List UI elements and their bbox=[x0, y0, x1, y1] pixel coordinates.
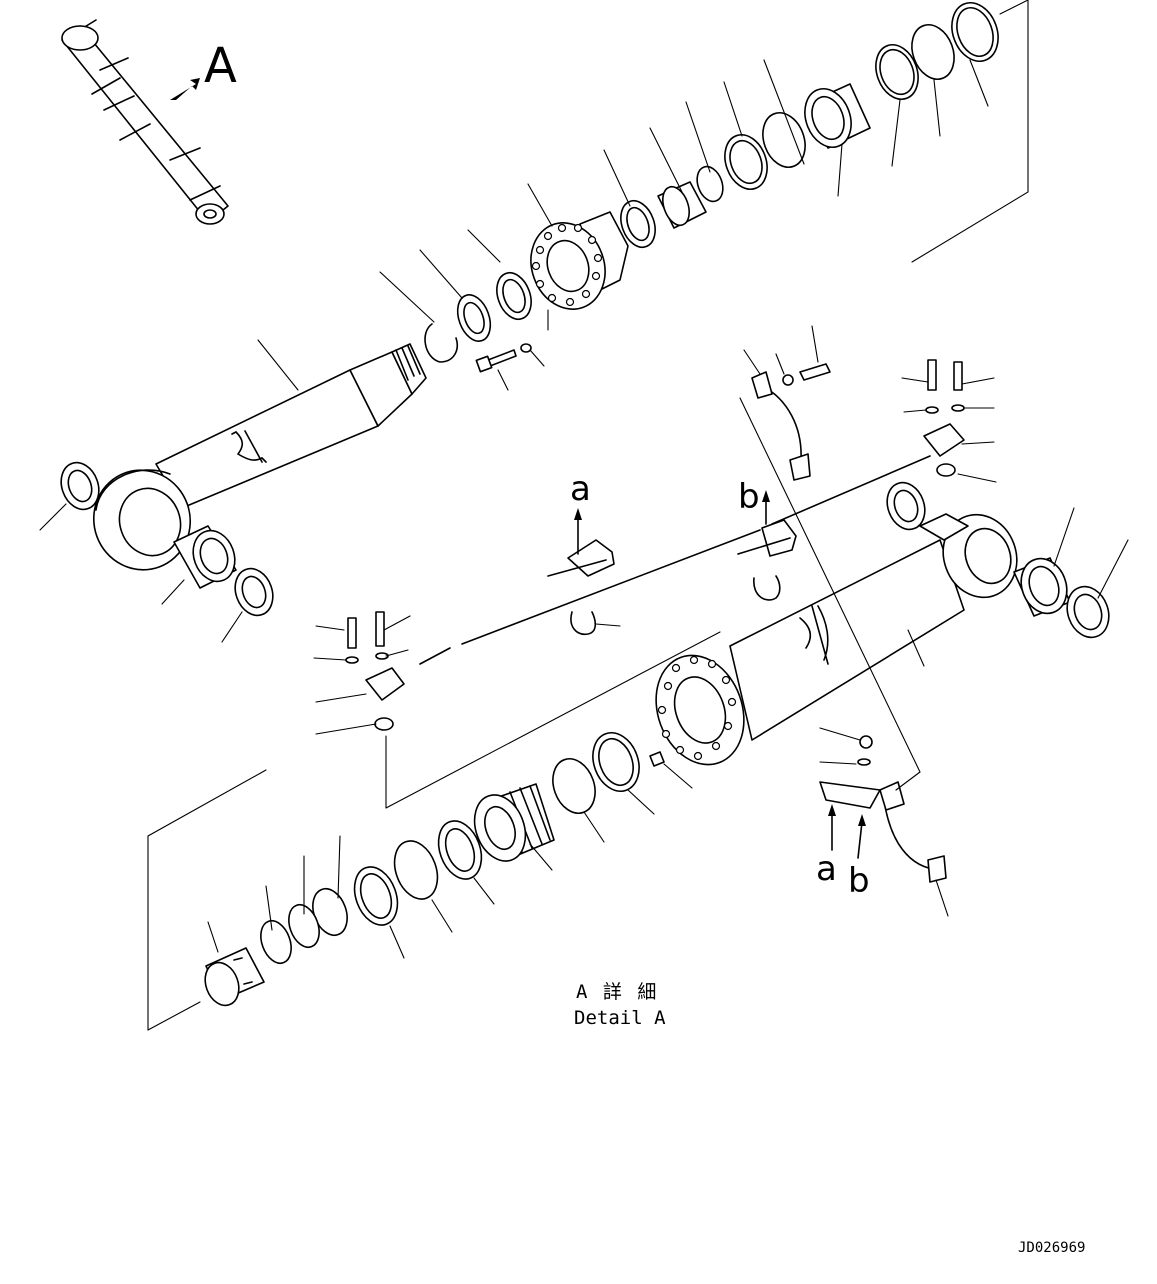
ref-b-top-label: b bbox=[738, 477, 760, 517]
overview-cylinder bbox=[61, 19, 229, 225]
detail-caption-english: Detail A bbox=[574, 1007, 666, 1029]
cylinder-head bbox=[530, 211, 629, 310]
dust-seal bbox=[496, 271, 532, 321]
cylinder-tube bbox=[655, 513, 1018, 766]
o-ring bbox=[911, 24, 955, 80]
rod-seal bbox=[620, 199, 656, 249]
o-ring bbox=[762, 112, 806, 168]
bottom-eye-bushings bbox=[886, 481, 1110, 639]
ref-arrows-bottom bbox=[828, 804, 866, 859]
grease-fitting-b bbox=[737, 490, 797, 601]
ref-b-bottom-label: b bbox=[848, 861, 870, 901]
set-screw bbox=[649, 751, 665, 767]
tube-clamp-upper bbox=[751, 363, 831, 481]
grease-block-left bbox=[365, 667, 405, 701]
drawing-number: JD026969 bbox=[1018, 1240, 1085, 1256]
block-bolts-right bbox=[925, 359, 965, 414]
block-bolts-left bbox=[345, 611, 389, 664]
slide-ring bbox=[393, 840, 439, 900]
wear-ring bbox=[437, 820, 483, 880]
detail-caption-japanese: A 詳 細 bbox=[576, 981, 658, 1003]
o-ring bbox=[260, 919, 292, 965]
leader-lines bbox=[39, 59, 1129, 959]
backup-ring bbox=[724, 134, 768, 190]
rod-seals-upper bbox=[424, 271, 532, 363]
snap-ring-c bbox=[424, 323, 458, 363]
group-outline-top bbox=[547, 0, 1029, 331]
grease-fitting-a bbox=[547, 508, 615, 636]
grease-line bbox=[365, 423, 965, 731]
ref-a-bottom-label: a bbox=[816, 849, 837, 889]
grease-block-right bbox=[923, 423, 965, 457]
snap-ring bbox=[696, 165, 724, 203]
o-ring bbox=[288, 903, 320, 949]
backup-ring bbox=[353, 866, 399, 926]
seal-ring-series-top bbox=[620, 2, 999, 249]
ref-a-top-label: a bbox=[570, 469, 591, 509]
tube-clamp-lower bbox=[819, 735, 947, 883]
seal bbox=[456, 294, 492, 342]
detail-outline bbox=[147, 397, 921, 1031]
view-marker-label: A bbox=[204, 38, 237, 94]
piston-assembly bbox=[204, 732, 665, 1007]
rod-eye-bushings bbox=[60, 461, 274, 617]
piston-rod bbox=[92, 343, 427, 571]
view-arrow bbox=[170, 78, 200, 100]
wear-ring bbox=[592, 732, 640, 792]
head-bolt bbox=[475, 343, 532, 373]
